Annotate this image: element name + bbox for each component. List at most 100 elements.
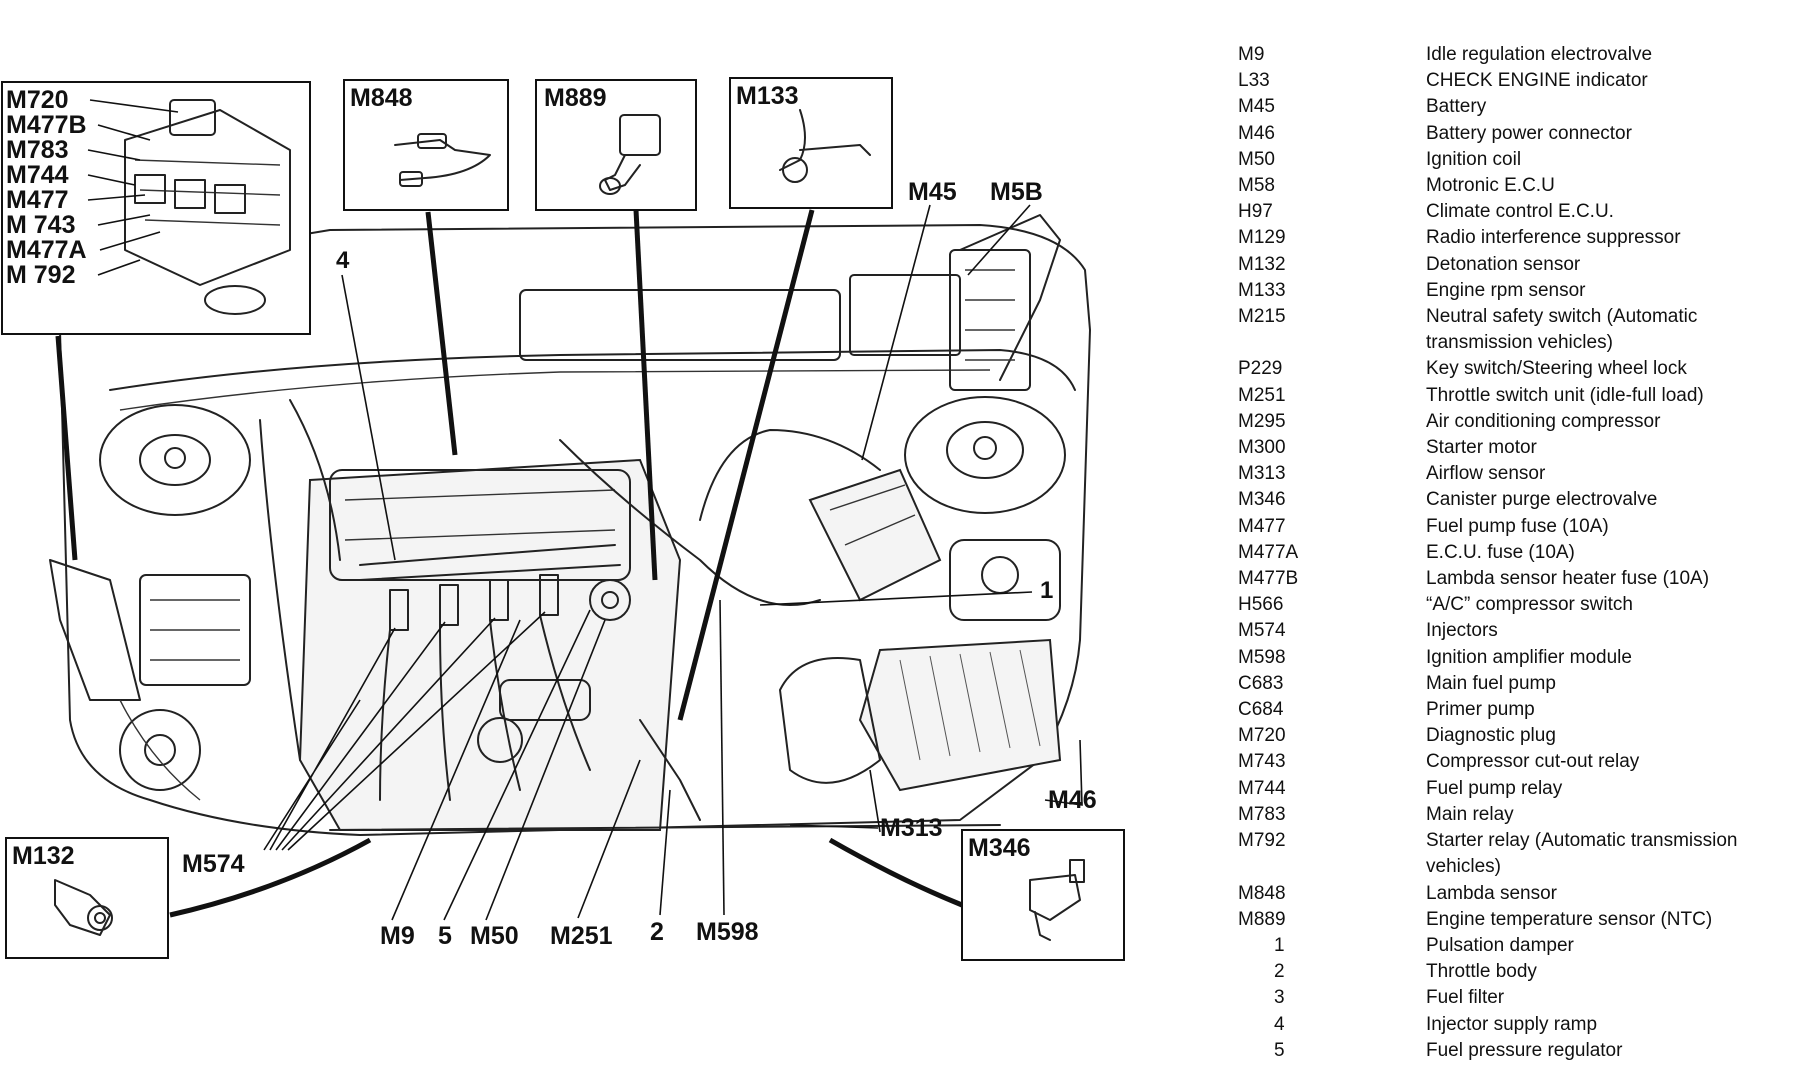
legend-row: 3 Fuel filter	[1238, 985, 1798, 1011]
legend-code: M889	[1238, 908, 1286, 930]
callout-m720: M720	[6, 86, 69, 114]
callout-m132: M132	[12, 842, 75, 870]
legend-row: 4 Injector supply ramp	[1238, 1012, 1798, 1038]
legend-code: M132	[1238, 253, 1286, 275]
legend-row: P229 Key switch/Steering wheel lock	[1238, 356, 1798, 382]
legend-description: Injectors	[1426, 620, 1498, 642]
legend-row: M58 Motronic E.C.U	[1238, 173, 1798, 199]
m848-inset: M848	[343, 79, 509, 211]
callout-m46: M46	[1048, 786, 1097, 814]
legend-description: Engine temperature sensor (NTC)	[1426, 908, 1713, 930]
legend-description: Fuel pressure regulator	[1426, 1039, 1623, 1061]
legend-description: Radio interference suppressor	[1426, 227, 1681, 249]
callout-5: 5	[438, 922, 452, 950]
legend-description: Injector supply ramp	[1426, 1013, 1598, 1035]
legend-row: H566 “A/C” compressor switch	[1238, 592, 1798, 618]
callout-m743: M 743	[6, 211, 75, 239]
legend-code: P229	[1238, 358, 1283, 380]
legend-description: Main fuel pump	[1426, 672, 1556, 694]
callout-m58: M5B	[990, 178, 1043, 206]
legend-description: Throttle switch unit (idle-full load)	[1426, 384, 1704, 406]
legend-description: Battery	[1426, 96, 1487, 118]
legend-description: Lambda sensor	[1426, 882, 1557, 904]
legend-description: Ignition amplifier module	[1426, 646, 1632, 668]
legend-code: M313	[1238, 463, 1286, 485]
legend-description: Starter relay (Automatic transmission ve…	[1426, 830, 1738, 878]
legend-code: M215	[1238, 306, 1286, 328]
legend-code: M743	[1238, 751, 1286, 773]
legend-description: Lambda sensor heater fuse (10A)	[1426, 568, 1710, 590]
leader-lines	[55, 204, 1083, 921]
callout-m477a: M477A	[6, 236, 87, 264]
legend-code: M477B	[1238, 568, 1299, 590]
legend-description: Neutral safety switch (Automatic transmi…	[1426, 306, 1698, 354]
legend-row: M45 Battery	[1238, 94, 1798, 120]
callout-m313: M313	[880, 814, 943, 842]
callout-m477b: M477B	[6, 111, 87, 139]
legend-row: 2 Throttle body	[1238, 959, 1798, 985]
legend-description: Diagnostic plug	[1426, 725, 1556, 747]
callout-m346: M346	[968, 834, 1031, 862]
callout-m783: M783	[6, 136, 69, 164]
callout-m133: M133	[736, 82, 799, 110]
legend-code: M477	[1238, 515, 1286, 537]
legend-description: E.C.U. fuse (10A)	[1426, 541, 1575, 563]
callout-m792: M 792	[6, 261, 75, 289]
legend-description: Engine rpm sensor	[1426, 279, 1586, 301]
callout-m574: M574	[182, 850, 245, 878]
legend-description: “A/C” compressor switch	[1426, 594, 1633, 616]
legend-code: M45	[1238, 96, 1275, 118]
callout-4: 4	[336, 247, 350, 274]
callout-m889: M889	[544, 84, 607, 112]
m133-inset: M133	[729, 77, 893, 209]
air-box-drawing	[779, 638, 1062, 792]
legend-code: M58	[1238, 175, 1275, 197]
callout-m477: M477	[6, 186, 69, 214]
legend-code: M783	[1238, 803, 1286, 825]
m889-inset: M889	[535, 79, 697, 211]
legend-code: M9	[1238, 44, 1265, 65]
legend-description: Motronic E.C.U	[1426, 175, 1555, 197]
legend-description: Main relay	[1426, 803, 1514, 825]
main-callouts: M45 M5B 4 1 M46 M313 M574 M9 5 M50 M251 …	[182, 178, 1097, 950]
legend-code: M574	[1238, 620, 1286, 642]
legend-code: 2	[1274, 961, 1285, 983]
m346-inset: M346	[961, 829, 1125, 961]
legend-description: Compressor cut-out relay	[1426, 751, 1640, 773]
legend-code: 1	[1274, 934, 1285, 956]
legend-code: H566	[1238, 594, 1284, 616]
legend-row: M477B Lambda sensor heater fuse (10A)	[1238, 566, 1798, 592]
legend-code: L33	[1238, 70, 1270, 92]
legend-description: Climate control E.C.U.	[1426, 201, 1614, 223]
legend-code: C684	[1238, 699, 1284, 721]
callout-1: 1	[1040, 577, 1053, 604]
legend-description: Throttle body	[1426, 961, 1537, 983]
legend-description: Ignition coil	[1426, 148, 1522, 170]
legend-code: 3	[1274, 987, 1285, 1009]
m132-inset: M132	[5, 837, 169, 959]
legend-code: 4	[1274, 1013, 1285, 1035]
legend-description: Fuel filter	[1426, 987, 1505, 1009]
legend-description: Key switch/Steering wheel lock	[1426, 358, 1687, 380]
relay-box-inset: M720 M477B M783 M744 M477 M 743 M477A M …	[1, 81, 311, 335]
engine-bay-drawing	[49, 214, 1091, 836]
callout-m251: M251	[550, 922, 613, 950]
legend-row: M50 Ignition coil	[1238, 147, 1798, 173]
legend-code: M50	[1238, 148, 1275, 170]
legend-code: M848	[1238, 882, 1286, 904]
callout-m50: M50	[470, 922, 519, 950]
